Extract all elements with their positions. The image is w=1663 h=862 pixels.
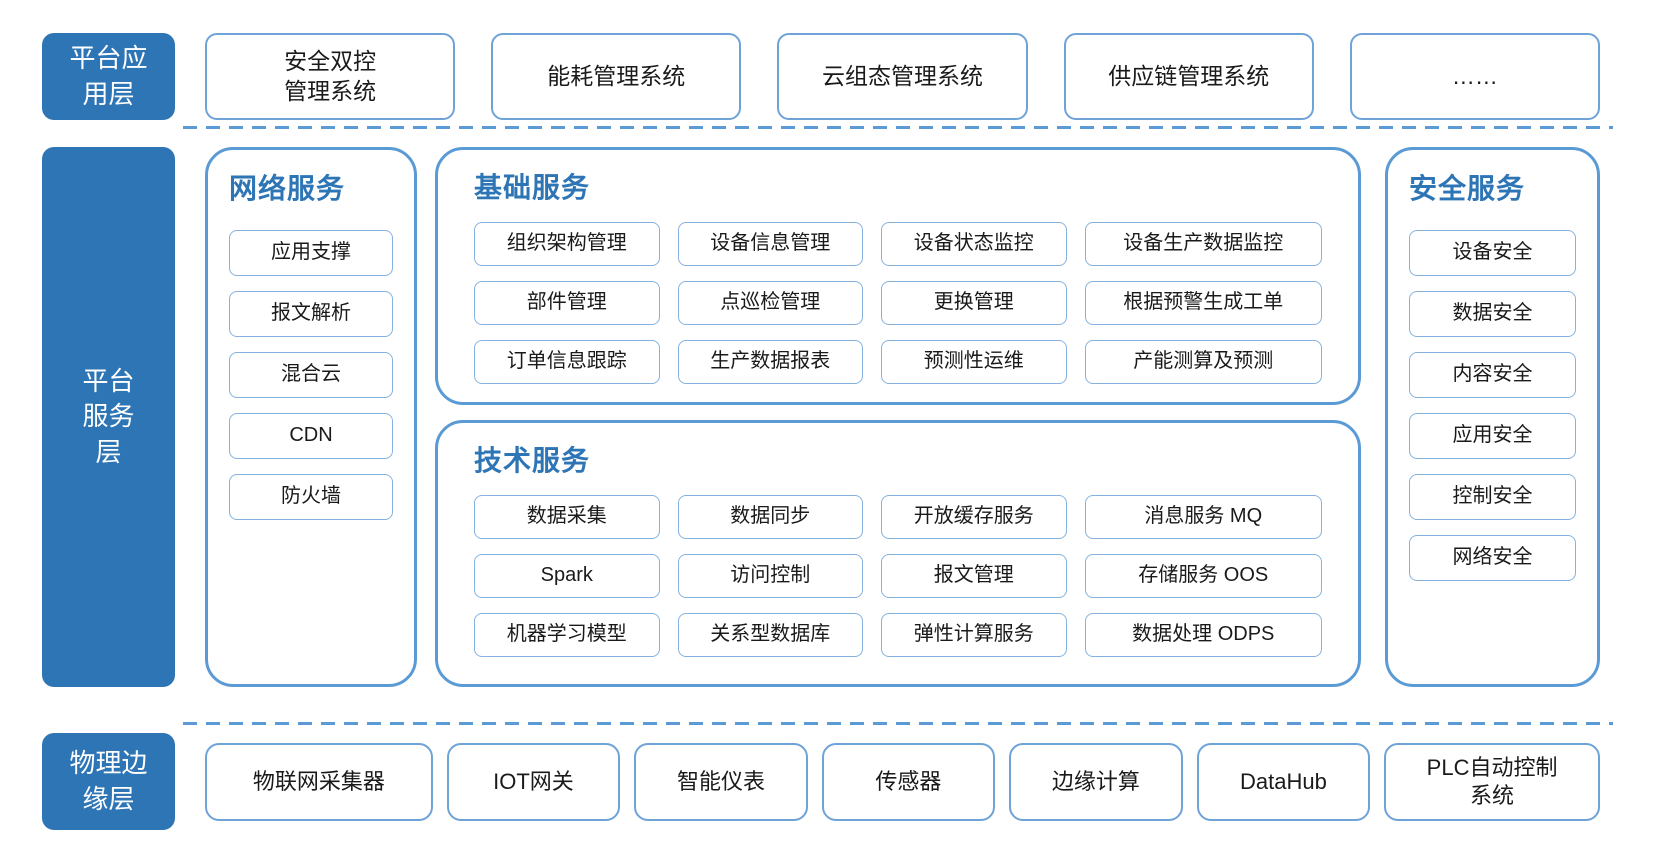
app-system-box-energy: 能耗管理系统: [491, 33, 742, 120]
basic-item: 设备信息管理: [677, 222, 864, 266]
edge-devices: 物联网采集器 IOT网关 智能仪表 传感器 边缘计算 DataHub PLC自动…: [205, 733, 1600, 830]
basic-item: 根据预警生成工单: [1084, 281, 1322, 325]
security-item: 网络安全: [1409, 535, 1576, 581]
tech-item: Spark: [474, 554, 660, 598]
panel-tech-services: 技术服务 数据采集 数据同步 开放缓存服务 消息服务 MQ Spark 访问控制…: [435, 420, 1361, 687]
tech-item: 存储服务 OOS: [1084, 554, 1322, 598]
panel-security-services: 安全服务 设备安全 数据安全 内容安全 应用安全 控制安全 网络安全: [1385, 147, 1600, 687]
basic-item: 设备状态监控: [881, 222, 1067, 266]
panel-title-security: 安全服务: [1409, 173, 1526, 204]
panel-basic-services: 基础服务 组织架构管理 设备信息管理 设备状态监控 设备生产数据监控 部件管理 …: [435, 147, 1361, 405]
tech-item: 机器学习模型: [474, 613, 660, 657]
platform-service-layer-row: 平台 服务 层 网络服务 应用支撑 报文解析 混合云 CDN 防火墙 基础服务 …: [42, 147, 1613, 687]
layer-label-application: 平台应 用层: [42, 33, 175, 120]
edge-device-sensor: 传感器: [821, 742, 996, 821]
physical-edge-layer-row: 物理边 缘层 物联网采集器 IOT网关 智能仪表 传感器 边缘计算 DataHu…: [42, 733, 1613, 830]
app-system-box-cloud-scada: 云组态管理系统: [777, 33, 1028, 120]
security-item: 数据安全: [1409, 291, 1576, 337]
layer-divider-bottom: [183, 722, 1613, 725]
tech-item: 访问控制: [677, 554, 864, 598]
panel-title-basic: 基础服务: [474, 172, 591, 203]
tech-item: 数据采集: [474, 495, 660, 539]
tech-item: 弹性计算服务: [881, 613, 1067, 657]
edge-device-iot-gateway: IOT网关: [446, 742, 621, 821]
app-system-box-supply-chain: 供应链管理系统: [1063, 33, 1314, 120]
network-item: 混合云: [229, 352, 393, 398]
tech-item: 数据处理 ODPS: [1084, 613, 1322, 657]
basic-item: 设备生产数据监控: [1084, 222, 1322, 266]
panel-network-services: 网络服务 应用支撑 报文解析 混合云 CDN 防火墙: [205, 147, 417, 687]
layer-divider-top: [183, 126, 1613, 129]
basic-item: 产能测算及预测: [1084, 340, 1322, 384]
network-item: CDN: [229, 413, 393, 459]
application-systems: 安全双控 管理系统 能耗管理系统 云组态管理系统 供应链管理系统 ……: [205, 33, 1601, 120]
tech-item: 关系型数据库: [677, 613, 864, 657]
basic-services-grid: 组织架构管理 设备信息管理 设备状态监控 设备生产数据监控 部件管理 点巡检管理…: [474, 222, 1322, 384]
app-system-box-dual-safety: 安全双控 管理系统: [205, 33, 456, 120]
edge-device-smart-meter: 智能仪表: [634, 742, 808, 821]
edge-device-iot-collector: 物联网采集器: [205, 742, 433, 821]
security-item: 控制安全: [1409, 474, 1576, 520]
basic-item: 点巡检管理: [677, 281, 864, 325]
app-system-box-more: ……: [1349, 33, 1601, 120]
basic-item: 订单信息跟踪: [474, 340, 660, 384]
network-item: 报文解析: [229, 291, 393, 337]
basic-item: 生产数据报表: [677, 340, 864, 384]
panel-title-tech: 技术服务: [474, 445, 591, 476]
edge-device-datahub: DataHub: [1196, 742, 1371, 821]
tech-services-grid: 数据采集 数据同步 开放缓存服务 消息服务 MQ Spark 访问控制 报文管理…: [474, 495, 1322, 657]
edge-device-edge-computing: 边缘计算: [1009, 742, 1183, 821]
security-item: 内容安全: [1409, 352, 1576, 398]
basic-item: 组织架构管理: [474, 222, 660, 266]
application-layer-row: 平台应 用层 安全双控 管理系统 能耗管理系统 云组态管理系统 供应链管理系统 …: [42, 33, 1613, 120]
network-item: 应用支撑: [229, 230, 393, 276]
center-panels: 基础服务 组织架构管理 设备信息管理 设备状态监控 设备生产数据监控 部件管理 …: [435, 147, 1361, 687]
panel-title-network: 网络服务: [229, 173, 346, 204]
security-item: 应用安全: [1409, 413, 1576, 459]
basic-item: 部件管理: [474, 281, 660, 325]
basic-item: 更换管理: [881, 281, 1067, 325]
tech-item: 消息服务 MQ: [1084, 495, 1322, 539]
layer-label-platform-service: 平台 服务 层: [42, 147, 175, 687]
security-item: 设备安全: [1409, 230, 1576, 276]
tech-item: 开放缓存服务: [881, 495, 1067, 539]
tech-item: 报文管理: [881, 554, 1067, 598]
basic-item: 预测性运维: [881, 340, 1067, 384]
edge-device-plc: PLC自动控制 系统: [1384, 742, 1600, 821]
tech-item: 数据同步: [677, 495, 864, 539]
layer-label-physical-edge: 物理边 缘层: [42, 733, 175, 830]
network-item: 防火墙: [229, 474, 393, 520]
